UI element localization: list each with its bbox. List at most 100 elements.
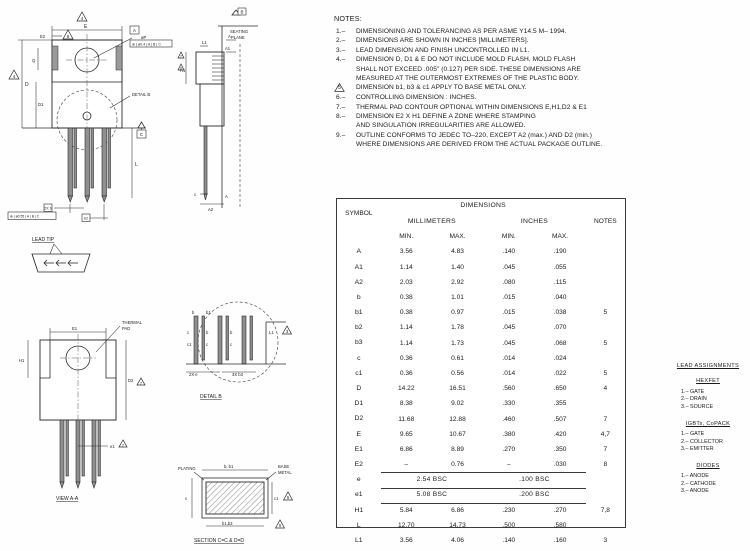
label-lead-tip: LEAD TIP [32, 237, 55, 243]
label-A-bottom: A [225, 194, 228, 199]
cell-mm-max: 4.83 [451, 248, 464, 256]
label-detail-c1: c1 [187, 342, 192, 347]
lead-assignment-item: 2.– DRAIN [681, 396, 707, 403]
header-millimeters: MILLIMETERS [407, 217, 456, 225]
lead-assignments-title: LEAD ASSIGNMENTS [676, 363, 740, 369]
cell-in-max: .068 [553, 339, 567, 347]
note-text: CONTROLLING DIMENSION : INCHES. [356, 93, 734, 102]
detail-leads [193, 315, 253, 365]
svg-text:7: 7 [180, 55, 182, 59]
cell-mm-max: 12.88 [449, 415, 466, 423]
note-line: DIMENSION E2 X H1 DEFINE A ZONE WHERE ST… [356, 112, 536, 120]
cell-notes [586, 519, 625, 534]
label-detail-b2: b [206, 330, 209, 335]
header-mm-max: MAX. [449, 233, 466, 241]
label-detail-c: c [187, 330, 189, 335]
notes-block: NOTES: 1.–DIMENSIONING AND TOLERANCING A… [334, 14, 734, 150]
note-item: 6.– CONTROLLING DIMENSION : INCHES. [334, 93, 734, 102]
cell-notes: 7,8 [600, 506, 610, 514]
note-line: MEASURED AT THE OUTERMOST EXTREMES OF TH… [356, 75, 579, 83]
lead-assignment-item: 1.– ANODE [681, 473, 709, 480]
header-in-min: MIN. [501, 233, 516, 241]
cell-notes: 3 [603, 537, 608, 545]
label-plating: PLATING [178, 466, 196, 471]
cell-mm-min: 8.38 [399, 400, 413, 408]
note-line: WHERE DIMENSIONS ARE DERIVED FROM THE AC… [356, 141, 603, 149]
cell-symbol: E1 [354, 445, 363, 453]
label-datum-c: C [140, 132, 143, 137]
cell-symbol: b2 [355, 324, 363, 332]
label-Q: Q [32, 58, 36, 63]
svg-text:8: 8 [180, 67, 182, 71]
cell-notes [586, 351, 625, 366]
cell-mm-min: 5.84 [399, 506, 413, 514]
cell-in-min: .080 [502, 278, 516, 286]
cell-notes [586, 291, 625, 306]
cell-in-max: .160 [553, 537, 567, 545]
note-triangle-4b: 4 [8, 69, 20, 80]
cell-symbol: A2 [354, 278, 363, 286]
cell-in-max: .420 [553, 430, 567, 438]
note-number: 2.– [336, 37, 346, 45]
cell-notes: 5 [603, 339, 608, 347]
lead-tip-markers [43, 259, 78, 267]
label-D1: D1 [38, 102, 44, 107]
cell-symbol: b1 [355, 309, 363, 317]
cell-mm-max: 0.61 [451, 354, 464, 362]
label-detail-3xb3: 3X b3 [232, 372, 244, 377]
side-plastic-body [199, 83, 225, 127]
side-lead [203, 125, 208, 195]
cell-in-min: .560 [502, 385, 516, 393]
label-detail-c2: c [206, 342, 208, 347]
cell-notes: 7 [603, 445, 608, 453]
label-E1: E1 [72, 326, 78, 331]
lead-2-tip [84, 195, 90, 203]
note-line: OUTLINE CONFORMS TO JEDEC TO–220, EXCEPT… [356, 131, 592, 139]
lt-leader-2 [53, 243, 63, 255]
label-b-b1: b, b1 [224, 464, 234, 469]
label-section-caption: SECTION C=C & D=D [194, 538, 244, 544]
section-base-metal [205, 481, 265, 515]
dimension-table-head: SYMBOL DIMENSIONS NOTES MILLIMETERS INCH… [337, 199, 625, 245]
cell-in-min: .140 [502, 537, 516, 545]
label-seating-plane-2: PLANE [231, 35, 245, 40]
cell-symbol: D2 [354, 415, 364, 423]
note-text: DIMENSION D, D1 & E DO NOT INCLUDE MOLD … [356, 55, 734, 83]
label-phiP: øP [141, 35, 147, 40]
cell-mm-min: – [404, 460, 409, 468]
lead-1-tip [67, 195, 73, 203]
note-line: DIMENSION b1, b3 & c1 APPLY TO BASE META… [356, 84, 527, 92]
back-notch-right [105, 340, 116, 379]
cell-symbol: A [356, 248, 362, 256]
label-detail-b1-top: b1 [206, 310, 211, 315]
lead-assignment-item: 3.– ANODE [681, 488, 709, 495]
label-A: A [228, 34, 231, 39]
notes-list: 1.–DIMENSIONING AND TOLERANCING AS PER A… [334, 27, 734, 150]
note-text: DIMENSION b1, b3 & c1 APPLY TO BASE META… [356, 83, 734, 93]
cell-in-max: .507 [553, 415, 567, 423]
back-lead-2b [81, 419, 85, 477]
note-number: 6.– [336, 94, 346, 102]
cell-mm-max: 8.89 [451, 445, 464, 453]
cell-mm-min: 1.14 [399, 339, 413, 347]
cell-symbol: D [356, 385, 362, 393]
cell-in-min: – [506, 460, 511, 468]
svg-text:4: 4 [81, 16, 84, 21]
cell-in-max: .040 [553, 294, 567, 302]
note-triangle-3-detail: 3 [281, 325, 293, 335]
lead-assignment-group-title: DIODES [696, 462, 720, 469]
cell-mm-max: 1.78 [451, 324, 464, 332]
header-mm-min: MIN. [399, 233, 414, 241]
tab-notch-right [115, 45, 123, 71]
label-A1: A1 [225, 46, 231, 51]
